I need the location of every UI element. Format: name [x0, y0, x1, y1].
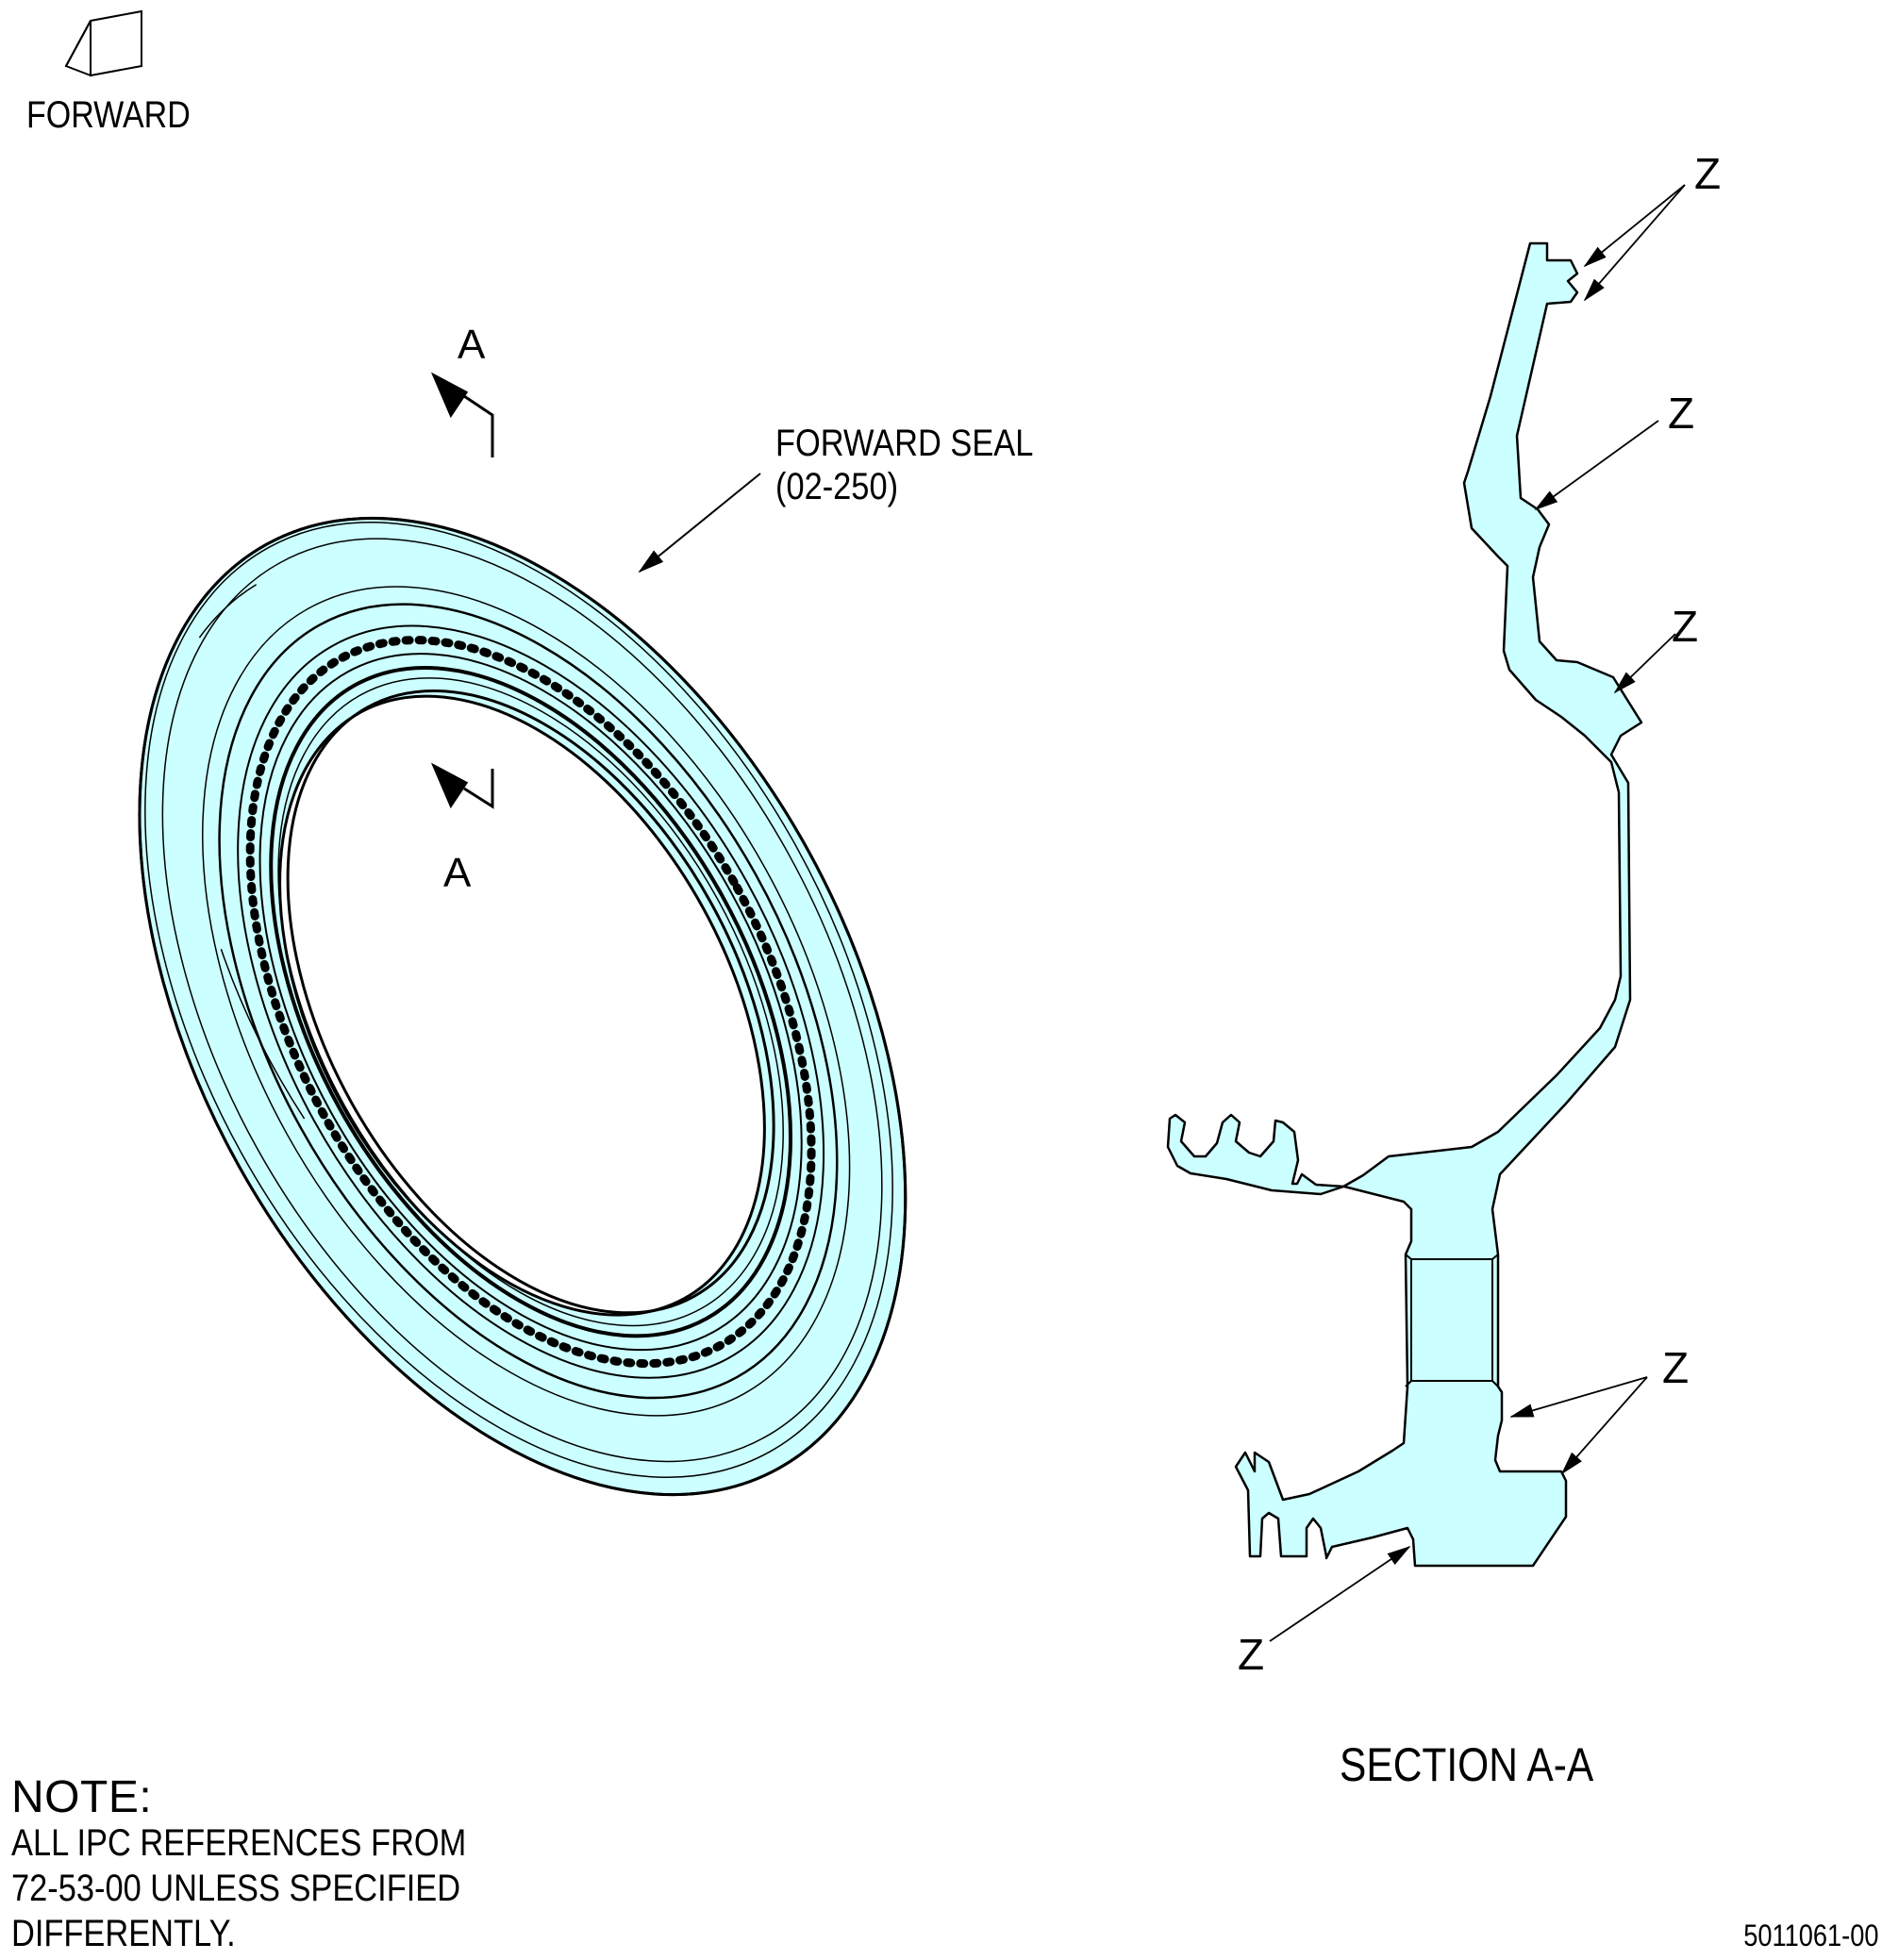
forward-seal-ring [138, 516, 908, 1497]
note-title: NOTE: [11, 1772, 153, 1822]
section-title: SECTION A-A [1340, 1738, 1594, 1791]
note-line-3: DIFFERENTLY. [11, 1913, 236, 1954]
section-profile [1166, 241, 1643, 1568]
forward-label: FORWARD [26, 94, 191, 136]
zone-label-4: Z [1662, 1343, 1689, 1392]
figure-number: 5011061-00 [1742, 1918, 1878, 1952]
zone-leader-lines [1269, 184, 1686, 1642]
zone-label-3: Z [1672, 602, 1698, 651]
zone-label-5: Z [1238, 1630, 1264, 1679]
section-marker-top-label: A [458, 322, 486, 368]
zone-label-2: Z [1668, 389, 1694, 438]
part-callout-number: (02-250) [775, 466, 899, 507]
zone-label-1: Z [1694, 149, 1721, 198]
seal-body [138, 517, 908, 1497]
note-line-2: 72-53-00 UNLESS SPECIFIED [11, 1868, 461, 1909]
note-line-1: ALL IPC REFERENCES FROM [11, 1822, 467, 1864]
section-marker-bottom-label: A [443, 850, 472, 896]
part-callout-name: FORWARD SEAL [775, 423, 1034, 464]
callout-leader-line [638, 473, 761, 573]
section-cut-marker-bottom [430, 762, 494, 809]
forward-direction-flag-icon [64, 9, 142, 77]
section-cut-marker-top [430, 372, 494, 457]
